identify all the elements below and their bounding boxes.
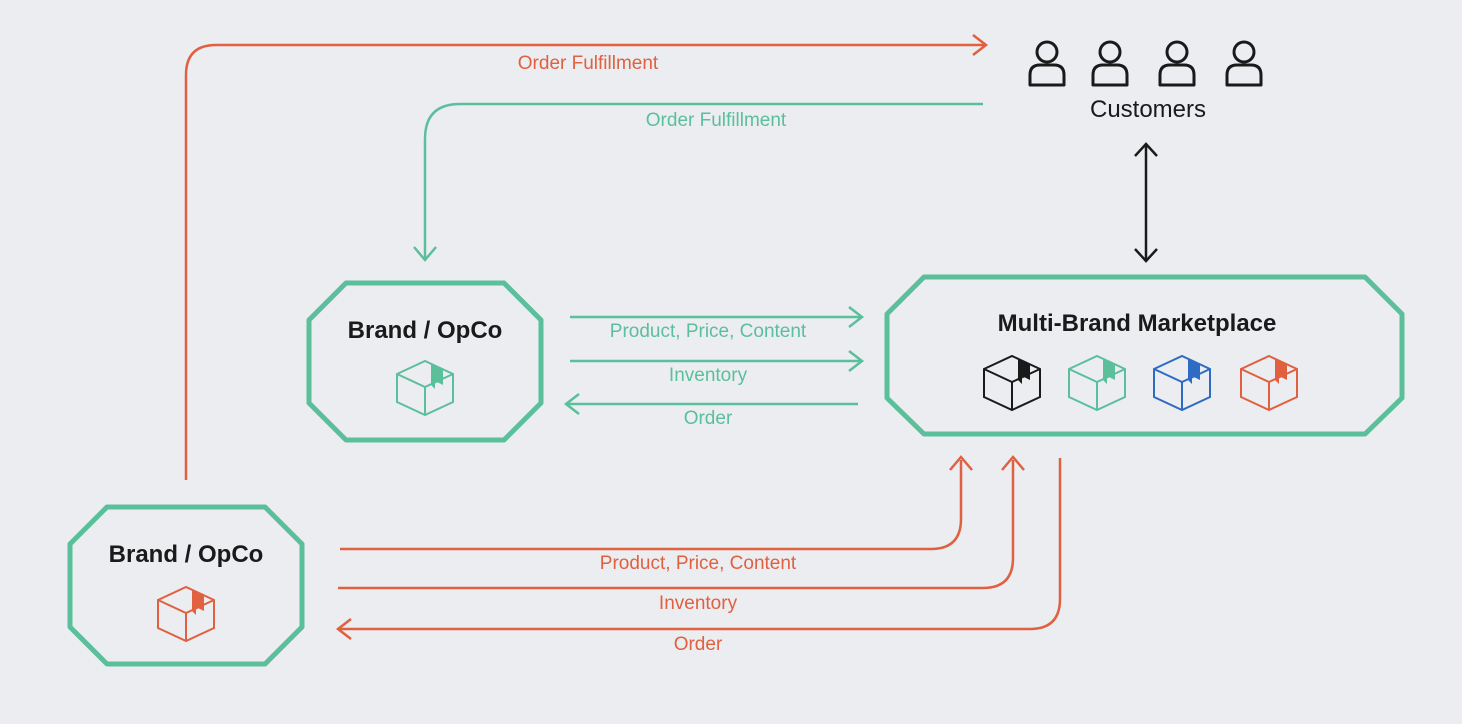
package-box-icon: [396, 359, 454, 417]
orange-order-label: Order: [674, 634, 723, 655]
package-box-icon: [1068, 354, 1126, 412]
teal-inventory-flow: Inventory: [570, 350, 865, 386]
brand-opco-bottom-title: Brand / OpCo: [109, 541, 264, 568]
orange-fulfillment-arrowhead: [972, 34, 989, 56]
person-icon: [1158, 40, 1196, 87]
customers-group: Customers: [1028, 40, 1263, 123]
package-box-icon: [983, 354, 1041, 412]
teal-fulfillment-path: [423, 102, 983, 258]
brand-opco-bottom-node[interactable]: Brand / OpCo: [67, 504, 305, 667]
orange-order-flow: Order: [335, 458, 1062, 655]
teal-product-label: Product, Price, Content: [610, 321, 807, 342]
customers-marketplace-arrow: [1134, 142, 1158, 263]
teal-fulfillment-label: Order Fulfillment: [646, 110, 787, 131]
package-box-icon: [1153, 354, 1211, 412]
teal-order-label: Order: [684, 408, 733, 429]
customers-label: Customers: [1090, 96, 1206, 123]
teal-fulfillment-arrowhead: [413, 246, 437, 262]
package-box-icon: [157, 585, 215, 643]
orange-fulfillment-path: [184, 43, 985, 480]
package-box-icon: [1240, 354, 1298, 412]
brand-opco-top-node[interactable]: Brand / OpCo: [306, 280, 544, 443]
orange-inventory-label: Inventory: [659, 593, 738, 614]
person-icon: [1028, 40, 1066, 87]
brand-opco-top-title: Brand / OpCo: [348, 317, 503, 344]
teal-inventory-label: Inventory: [669, 365, 748, 386]
teal-product-flow: Product, Price, Content: [570, 306, 865, 342]
teal-order-flow: Order: [563, 393, 858, 429]
orange-fulfillment-label: Order Fulfillment: [518, 53, 659, 74]
orange-inventory-flow: Inventory: [338, 455, 1025, 614]
person-icon: [1225, 40, 1263, 87]
orange-product-flow: Product, Price, Content: [340, 455, 973, 574]
orange-product-label: Product, Price, Content: [600, 553, 797, 574]
marketplace-node[interactable]: Multi-Brand Marketplace: [884, 274, 1405, 437]
marketplace-title: Multi-Brand Marketplace: [998, 310, 1277, 337]
person-icon: [1091, 40, 1129, 87]
